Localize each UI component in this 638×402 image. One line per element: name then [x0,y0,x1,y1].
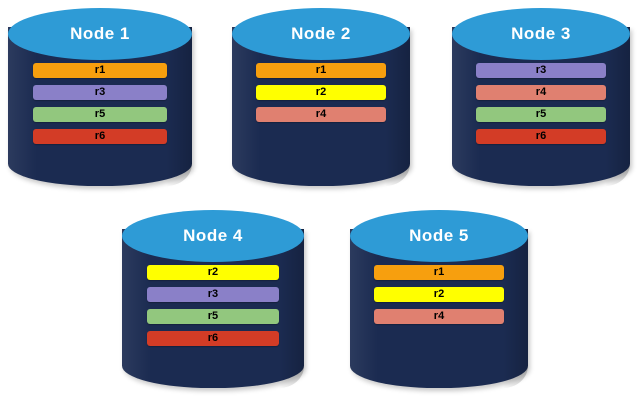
cylinder-top-icon [8,8,192,60]
record-list: r2 r3 r5 r6 [122,265,304,353]
cylinder-top-icon [122,210,304,262]
record-bar-r2[interactable]: r2 [146,265,280,280]
record-bar-r5[interactable]: r5 [32,107,168,122]
database-node-1[interactable]: Node 1 r1 r3 r5 r6 [8,8,192,186]
database-node-3[interactable]: Node 3 r3 r4 r5 r6 [452,8,631,186]
record-bar-r3[interactable]: r3 [146,287,280,302]
record-bar-r2[interactable]: r2 [256,85,386,100]
record-bar-r1[interactable]: r1 [374,265,504,280]
record-bar-r5[interactable]: r5 [476,107,606,122]
record-bar-r1[interactable]: r1 [32,63,168,78]
record-bar-r1[interactable]: r1 [256,63,386,78]
record-bar-r3[interactable]: r3 [476,63,606,78]
record-bar-r3[interactable]: r3 [32,85,168,100]
record-bar-r4[interactable]: r4 [374,309,504,324]
record-list: r1 r3 r5 r6 [8,63,192,151]
record-bar-r5[interactable]: r5 [146,309,280,324]
record-list: r3 r4 r5 r6 [452,63,630,151]
record-bar-r4[interactable]: r4 [476,85,606,100]
record-bar-r4[interactable]: r4 [256,107,386,122]
cylinder-top-icon [232,8,410,60]
record-bar-r6[interactable]: r6 [476,129,606,144]
node-title: Node 5 [409,226,469,245]
database-node-2[interactable]: Node 2 r1 r2 r4 [232,8,411,186]
cylinder-top-icon [350,210,528,262]
database-node-5[interactable]: Node 5 r1 r2 r4 [350,210,529,388]
record-bar-r2[interactable]: r2 [374,287,504,302]
record-list: r1 r2 r4 [350,265,528,331]
database-node-4[interactable]: Node 4 r2 r3 r5 r6 [122,210,304,388]
record-bar-r6[interactable]: r6 [32,129,168,144]
cylinder-top-icon [452,8,630,60]
node-title: Node 4 [183,226,243,245]
node-title: Node 1 [70,24,130,43]
node-title: Node 2 [291,24,351,43]
node-title: Node 3 [511,24,571,43]
record-bar-r6[interactable]: r6 [146,331,280,346]
record-list: r1 r2 r4 [232,63,410,129]
